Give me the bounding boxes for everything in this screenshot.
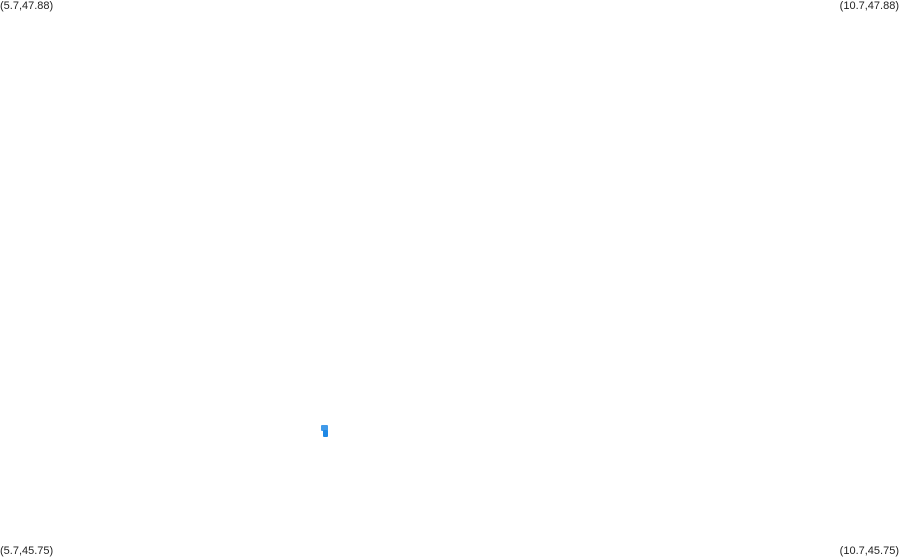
corner-label-top-right: (10.7,47.88) — [839, 0, 899, 12]
point-marker-icon[interactable] — [320, 424, 328, 438]
corner-label-bottom-left: (5.7,45.75) — [0, 545, 54, 557]
corner-label-top-left: (5.7,47.88) — [0, 0, 54, 12]
corner-label-bottom-right: (10.7,45.75) — [839, 545, 899, 557]
